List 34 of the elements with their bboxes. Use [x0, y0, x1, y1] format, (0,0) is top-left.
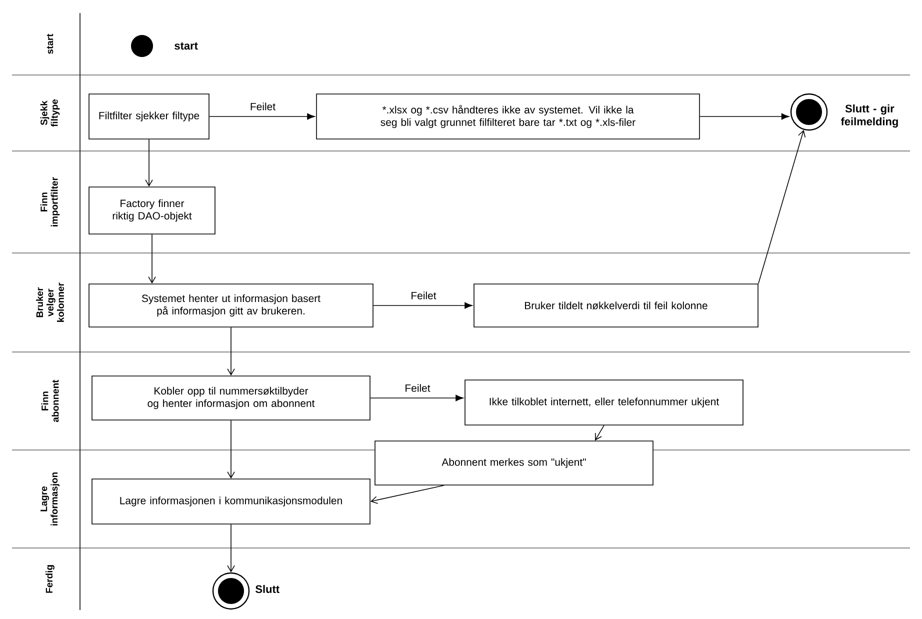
lane-label: Ferdig — [46, 565, 54, 593]
arrow — [700, 113, 790, 120]
end-label: Slutt - gir feilmelding — [840, 104, 898, 128]
arrow — [227, 327, 235, 376]
activity-box: Factory finner riktig DAO-objekt — [88, 186, 216, 234]
edge-label: Feilet — [404, 383, 432, 393]
activity-box: Ikke tilkoblet internett, eller telefonnummer ukjent — [464, 380, 744, 426]
edge-label: Feilet — [248, 102, 277, 112]
activity-box: Lagre informasjonen i kommunikasjonsmodulen — [92, 478, 370, 524]
arrow — [227, 524, 235, 572]
end-label: Slutt — [256, 584, 280, 594]
arrow — [227, 420, 235, 479]
lane-label: start — [46, 34, 54, 54]
activity-box: Bruker tildelt nøkkelverdi til feil kolonne — [474, 284, 758, 328]
arrow — [148, 234, 156, 284]
arrow — [209, 113, 315, 120]
lane-label: Finn importfilter — [40, 177, 60, 226]
edge-label: Feilet — [410, 290, 438, 300]
arrow — [145, 139, 153, 187]
lane-label: Lagre informasjon — [40, 472, 60, 526]
arrow — [370, 394, 464, 402]
end-label: start — [174, 42, 198, 50]
arrow — [595, 425, 604, 441]
activity-box: *.xlsx og *.csv håndteres ikke av systemet. Vil ikke la seg bli valgt grunnet filfilteret bare tar *.txt og *.xls-filer — [316, 94, 700, 140]
lane-label: Bruker velger kolonner — [36, 282, 64, 322]
arrow — [370, 485, 444, 504]
activity-box: Abonnent merkes som "ukjent" — [374, 440, 654, 486]
lane-label: Finn abonnent — [41, 380, 59, 422]
activity-box: Kobler opp til nummersøktilbyder og henter informasjon om abonnent — [92, 376, 370, 420]
arrow — [758, 130, 806, 284]
activity-box: Systemet henter ut informasjon basert på informasjon gitt av brukeren. — [88, 284, 374, 328]
lane-label: Sjekk filtype — [40, 99, 60, 127]
arrow — [373, 302, 472, 309]
activity-box: Filtfilter sjekker filtype — [88, 94, 210, 140]
